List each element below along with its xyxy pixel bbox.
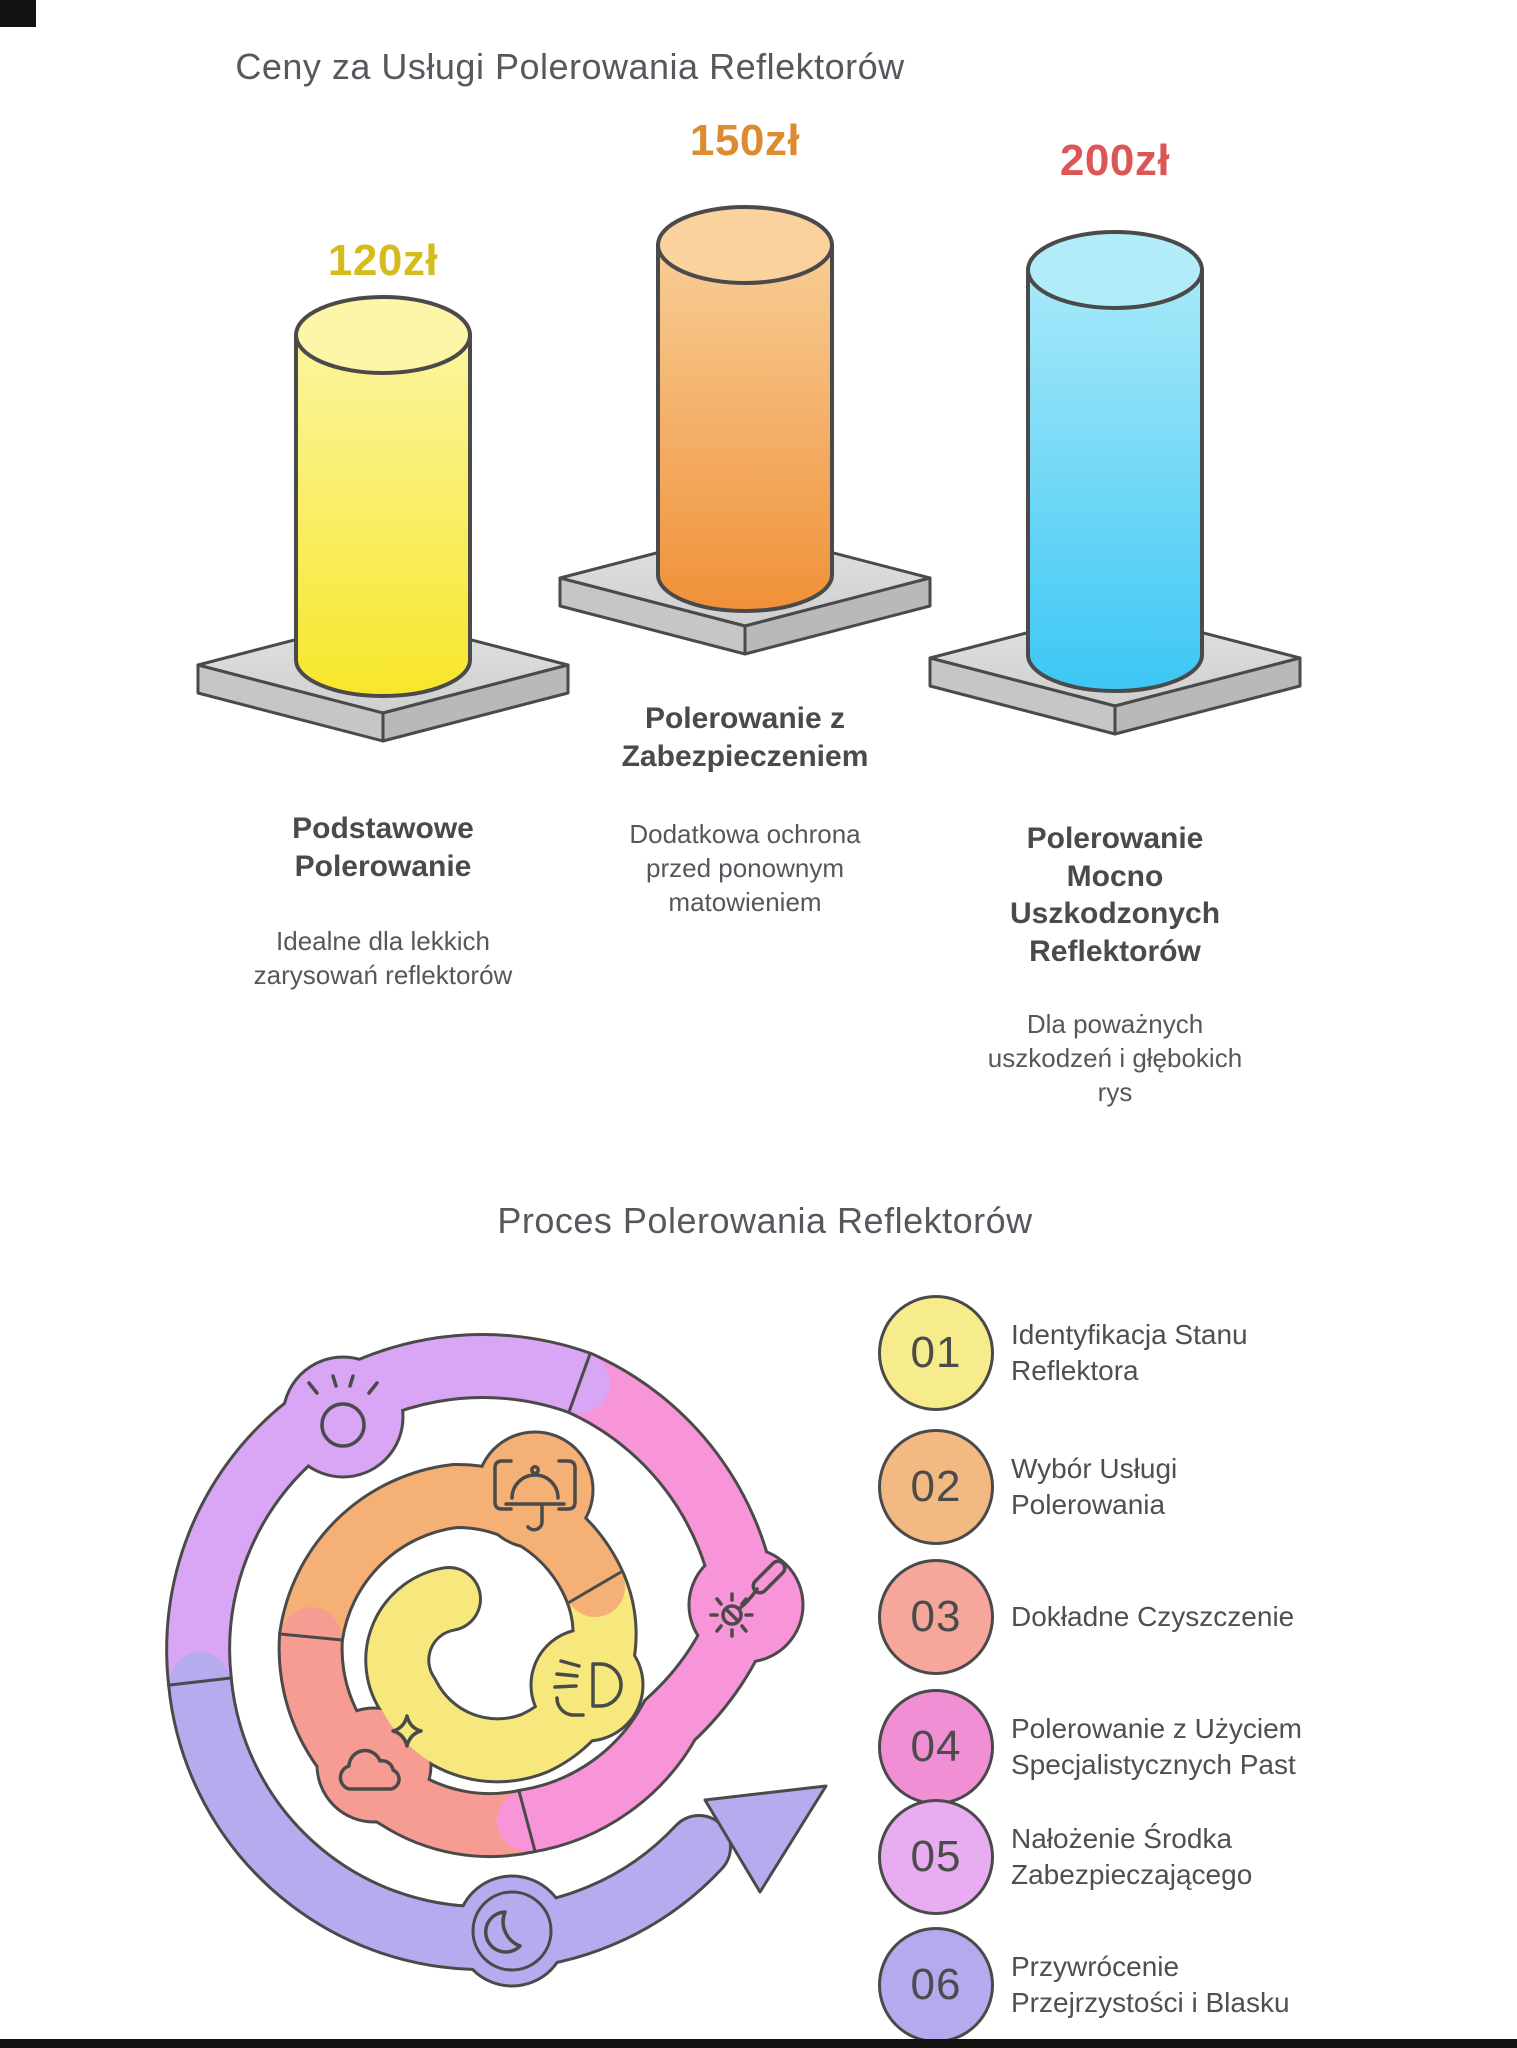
service-choice-icon [493, 1459, 577, 1532]
step-circle-02: 02 [878, 1429, 994, 1545]
step-number-04: 04 [910, 1722, 962, 1771]
service-desc-protect: Dodatkowa ochrona przed ponownym matowie… [629, 819, 861, 917]
step-label-02: Wybór Usługi Polerowania [1011, 1453, 1178, 1520]
pricing-title: Ceny za Usługi Polerowania Reflektorów [235, 46, 905, 87]
segment-junctions [169, 1353, 622, 1852]
spiral-segment-05 [168, 1336, 610, 1712]
step-circle-06: 06 [878, 1927, 994, 2043]
price-label-damaged: 200zł [1059, 136, 1171, 185]
service-desc-damaged: Dla poważnych uszkodzeń i głębokich rys [987, 1009, 1243, 1107]
cleaning-cloud-icon [338, 1714, 423, 1791]
step-circle-03: 03 [878, 1559, 994, 1675]
process-spiral-diagram [165, 1333, 828, 1988]
pricing-cylinder-chart [196, 205, 1302, 743]
service-name-protect: Polerowanie z Zabezpieczeniem [621, 702, 869, 773]
step-row-01: 01 Identyfikacja Stanu Reflektora [878, 1295, 1311, 1411]
step-row-02: 02 Wybór Usługi Polerowania [878, 1429, 1251, 1545]
cylinder-damaged-200 [1026, 230, 1204, 693]
moon-icon [471, 1890, 553, 1972]
step-number-05: 05 [910, 1832, 962, 1881]
spiral-segment-02 [281, 1466, 625, 1667]
step-row-05: 05 Nałożenie Środka Zabezpieczającego [878, 1799, 1321, 1915]
spiral-segment-01 [367, 1557, 635, 1781]
service-name-basic: Podstawowe Polerowanie [292, 812, 474, 883]
step-circle-05: 05 [878, 1799, 994, 1915]
step-number-06: 06 [910, 1960, 962, 2009]
step-row-04: 04 Polerowanie z Użyciem Specjalistyczny… [878, 1689, 1341, 1805]
arrow-icon [703, 1784, 828, 1894]
step-row-06: 06 Przywrócenie Przejrzystości i Blasku [878, 1927, 1331, 2043]
step-label-03: Dokładne Czyszczenie [1011, 1601, 1295, 1633]
corner-black-mark [0, 0, 36, 27]
step-number-02: 02 [910, 1462, 962, 1511]
step-number-01: 01 [910, 1328, 962, 1377]
step-circle-01: 01 [878, 1295, 994, 1411]
price-label-protect: 150zł [689, 116, 801, 165]
step-label-05: Nałożenie Środka Zabezpieczającego [1011, 1823, 1253, 1890]
step-label-01: Identyfikacja Stanu Reflektora [1011, 1319, 1248, 1386]
price-label-basic: 120zł [327, 236, 439, 285]
step-circle-04: 04 [878, 1689, 994, 1805]
process-title: Proces Polerowania Reflektorów [497, 1200, 1033, 1241]
cylinder-basic-120 [294, 295, 472, 698]
cylinder-protect-150 [656, 205, 834, 613]
step-label-06: Przywrócenie Przejrzystości i Blasku [1011, 1951, 1290, 2018]
bottom-black-bar [0, 2039, 1517, 2048]
polisher-tool-icon [709, 1559, 787, 1638]
service-name-damaged: Polerowanie Mocno Uszkodzonych Reflektor… [1009, 822, 1221, 968]
spiral-segment-06 [170, 1652, 729, 1969]
service-desc-basic: Idealne dla lekkich zarysowań reflektoró… [253, 926, 513, 990]
spiral-bands [168, 1336, 777, 1969]
headlight-icon [553, 1659, 623, 1717]
step-label-04: Polerowanie z Użyciem Specjalistycznych … [1011, 1713, 1302, 1780]
step-number-03: 03 [910, 1592, 962, 1641]
shine-head-icon [307, 1374, 379, 1448]
step-row-03: 03 Dokładne Czyszczenie [878, 1559, 1341, 1675]
